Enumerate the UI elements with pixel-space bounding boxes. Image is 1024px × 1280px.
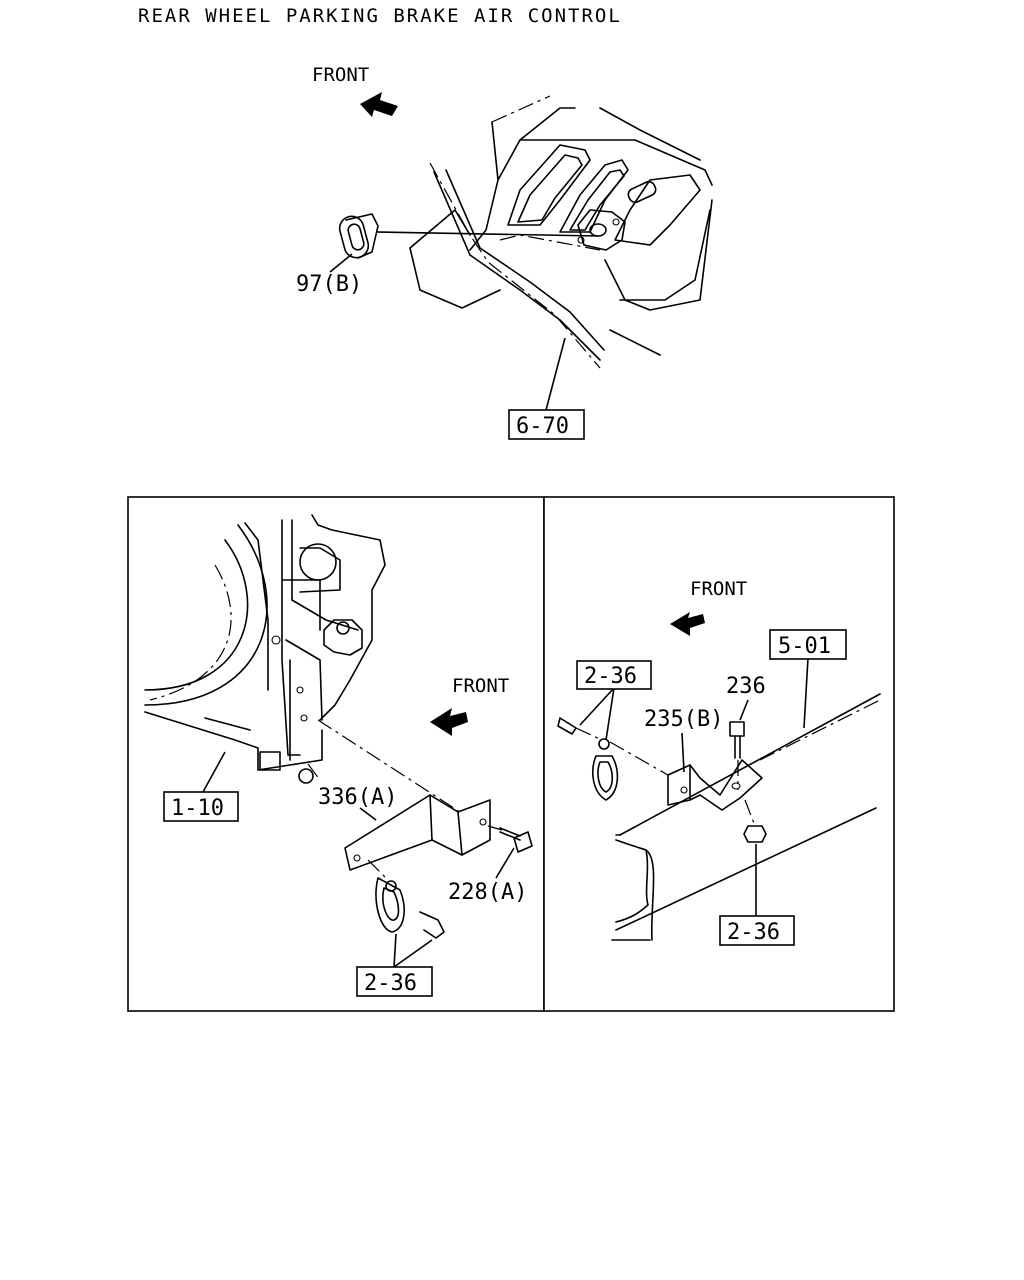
callout-236: 236 <box>726 674 766 699</box>
bolt-228a-leader <box>495 847 515 879</box>
clip-top-leader <box>579 687 615 741</box>
left-axle-drawing <box>144 514 461 813</box>
bolt-228a-icon <box>487 825 533 853</box>
left-front-arrow-icon <box>430 708 468 736</box>
diagram-title: REAR WHEEL PARKING BRAKE AIR CONTROL <box>138 5 622 27</box>
frame-1-10-box <box>163 791 239 822</box>
left-panel-frame <box>127 496 545 1012</box>
bracket-235b-leader <box>681 732 685 773</box>
clip-2-36-icon <box>367 859 445 939</box>
frame-1-10-leader <box>202 751 226 793</box>
right-panel: FRONT <box>543 496 895 1012</box>
callout-97b: 97(B) <box>296 272 362 297</box>
bolt-236-icon <box>729 721 745 790</box>
callout-235b: 235(B) <box>644 707 723 732</box>
right-front-label: FRONT <box>690 578 747 600</box>
callout-6-70: 6-70 <box>516 414 569 439</box>
clip-top-box <box>576 660 652 690</box>
pipe-ref-leader <box>545 337 566 411</box>
frame-body-drawing <box>375 95 713 369</box>
top-view: FRONT <box>296 64 713 440</box>
right-panel-frame <box>543 496 895 1012</box>
nut-2-36-icon <box>743 799 767 843</box>
grommet-leader <box>329 253 353 273</box>
nut-2-36-box <box>719 915 795 946</box>
clip-2-36-leader <box>393 933 433 968</box>
left-front-label: FRONT <box>452 675 509 697</box>
callout-1-10: 1-10 <box>171 796 224 821</box>
grommet-97b-icon <box>338 213 379 259</box>
callout-2-36-right-bottom: 2-36 <box>727 920 780 945</box>
callout-336a: 336(A) <box>318 785 397 810</box>
clip-2-36-box <box>356 966 433 997</box>
frame-rail-drawing <box>611 693 881 941</box>
right-front-arrow-icon <box>670 612 705 636</box>
top-front-label: FRONT <box>312 64 369 86</box>
clip-2-36-right-icon <box>557 717 619 801</box>
top-front-arrow-icon <box>360 92 398 117</box>
callout-228a: 228(A) <box>448 880 527 905</box>
bolt-236-leader <box>739 699 749 721</box>
callout-2-36-left: 2-36 <box>364 971 417 996</box>
callout-2-36-right-top: 2-36 <box>584 664 637 689</box>
bracket-336a-leader <box>359 807 377 821</box>
frame-5-01-box <box>769 629 847 660</box>
callout-5-01: 5-01 <box>778 634 831 659</box>
left-panel: FRONT <box>127 496 545 1012</box>
bracket-336a-drawing <box>344 794 491 871</box>
pipe-ref-box <box>508 409 585 440</box>
frame-5-01-leader <box>803 657 809 729</box>
bracket-235b-drawing <box>609 741 763 811</box>
